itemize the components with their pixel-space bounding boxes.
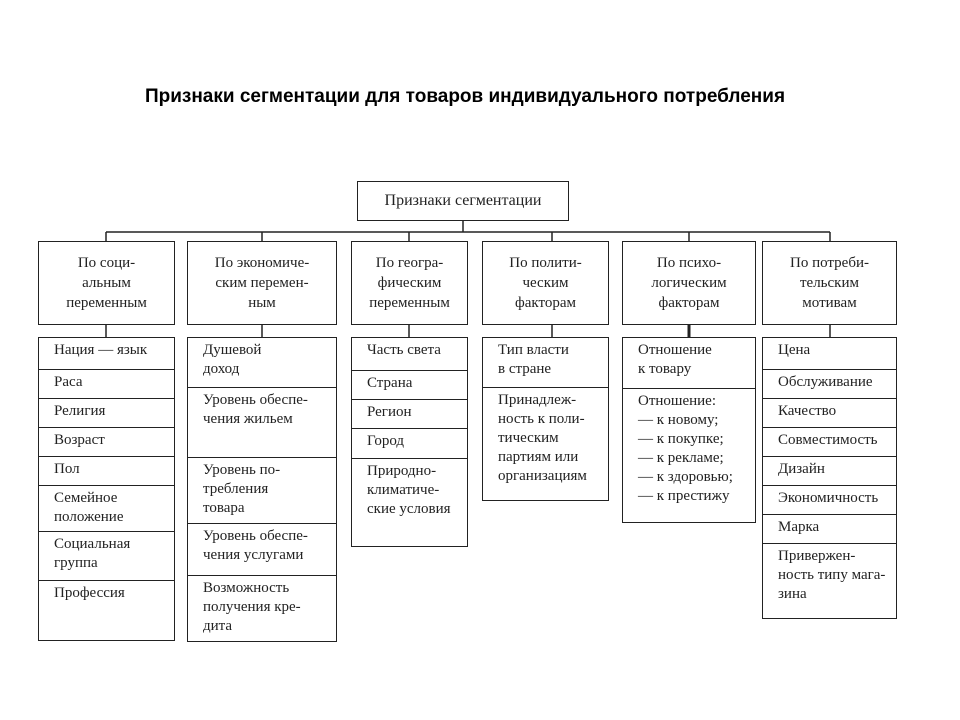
list-item: Уровень по- требления товара [188, 458, 336, 524]
category-label: По полити- ческим факторам [509, 255, 582, 311]
category-label: По потреби- тельским мотивам [790, 255, 869, 311]
list-item: Нация — язык [39, 338, 174, 370]
list-item: Совместимость [763, 428, 896, 457]
list-item: Пол [39, 457, 174, 486]
list-item: Тип власти в стране [483, 338, 608, 388]
list-item: Экономичность [763, 486, 896, 515]
list-item: Раса [39, 370, 174, 399]
list-item: Возраст [39, 428, 174, 457]
list-item: Семейное положение [39, 486, 174, 532]
list-item: Профессия [54, 585, 125, 601]
list-item: Социальная группа [39, 532, 174, 581]
list-item: Страна [352, 371, 467, 400]
category-economic: По экономиче- ским перемен- ным [187, 241, 337, 325]
column-social: Нация — язык Раса Религия Возраст Пол Се… [38, 337, 175, 641]
list-item: Отношение к товару [623, 338, 755, 389]
category-social: По соци- альным переменным [38, 241, 175, 325]
list-item: Город [352, 429, 467, 459]
column-geographic: Часть света Страна Регион Город Природно… [351, 337, 468, 547]
list-item: Обслуживание [763, 370, 896, 399]
category-label: По экономиче- ским перемен- ным [214, 255, 310, 311]
category-consumer-motives: По потреби- тельским мотивам [762, 241, 897, 325]
list-item: Дизайн [763, 457, 896, 486]
column-consumer-motives: Цена Обслуживание Качество Совместимость… [762, 337, 897, 619]
list-item: Принадлеж- ность к поли- тическим партия… [498, 392, 587, 484]
list-item: Природно- климатиче- ские условия [367, 463, 451, 517]
column-political: Тип власти в стране Принадлеж- ность к п… [482, 337, 609, 501]
list-item: Регион [352, 400, 467, 429]
list-item: Уровень обеспе- чения жильем [188, 388, 336, 458]
list-item: Уровень обеспе- чения услугами [188, 524, 336, 576]
list-item: Качество [763, 399, 896, 428]
column-economic: Душевой доход Уровень обеспе- чения жиль… [187, 337, 337, 642]
list-item: Привержен- ность типу мага- зина [778, 548, 886, 602]
list-item: Душевой доход [188, 338, 336, 388]
list-item: Цена [763, 338, 896, 370]
category-label: По психо- логическим факторам [651, 255, 727, 311]
column-psychological: Отношение к товару Отношение: — к новому… [622, 337, 756, 523]
list-item: Отношение: — к новому; — к покупке; — к … [638, 393, 733, 504]
diagram-title: Признаки сегментации для товаров индивид… [144, 86, 786, 107]
root-node: Признаки сегментации [357, 181, 569, 221]
category-political: По полити- ческим факторам [482, 241, 609, 325]
category-label: По геогра- фическим переменным [369, 255, 450, 311]
list-item: Религия [39, 399, 174, 428]
category-geographic: По геогра- фическим переменным [351, 241, 468, 325]
category-label: По соци- альным переменным [66, 255, 147, 311]
category-psychological: По психо- логическим факторам [622, 241, 756, 325]
list-item: Марка [763, 515, 896, 544]
list-item: Часть света [352, 338, 467, 371]
root-label: Признаки сегментации [384, 192, 542, 209]
list-item: Возможность получения кре- дита [203, 580, 301, 634]
